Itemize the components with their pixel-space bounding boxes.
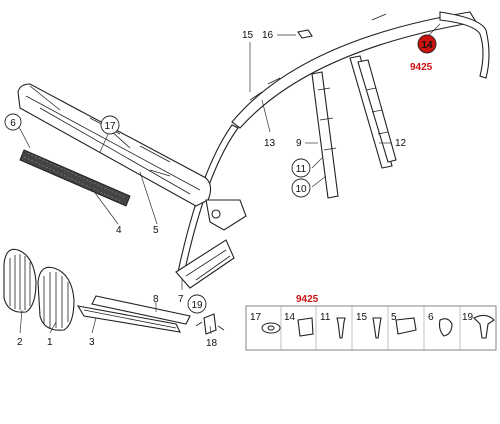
door-frame-trim-part [311,55,397,199]
callout-4: 4 [116,225,122,236]
callout-18: 18 [206,338,218,349]
callout-5: 5 [153,225,159,236]
kit-box-code: 9425 [296,294,319,305]
kit-item-3: 11 [320,312,331,323]
callout-1: 1 [47,337,53,348]
plug-icon [438,318,453,337]
bracket-part [175,199,247,289]
kit-item-6: 6 [428,312,434,323]
callout-15: 15 [242,30,254,41]
callout-6: 6 [10,118,16,129]
roof-end-molding-part [439,11,490,79]
callout-2: 2 [17,337,23,348]
callout-13: 13 [264,138,276,149]
kit-item-labels: 17 14 11 15 5 6 19 [250,312,474,323]
grille-strip-part [19,149,131,207]
callout-7: 7 [178,294,184,305]
lower-strip-3-part [76,305,181,333]
callout-17: 17 [104,121,116,132]
expanding-rivet-icon [473,314,495,339]
lower-strip-8-part [91,295,191,325]
kit-item-7: 19 [462,312,474,323]
screw-icon [336,317,346,339]
callout-9: 9 [296,138,302,149]
leader-lines [17,23,441,335]
callout-16: 16 [262,30,274,41]
callout-11: 11 [296,164,307,175]
holder-18-part [195,313,225,335]
callout-8: 8 [153,294,159,305]
kit-item-5: 5 [391,312,397,323]
spreading-rivet-icon [372,317,382,339]
nut-clip-icon [395,317,417,335]
callout-3: 3 [89,337,95,348]
kit-item-1: 17 [250,312,262,323]
kidney-grille-left-part [3,248,37,313]
kit-box [245,305,497,351]
clip-icon [297,317,314,337]
callout-labels: 15 16 13 9 12 4 5 8 7 2 1 3 18 [17,30,407,349]
clip-16-part [297,29,313,39]
circled-callouts: 6 17 11 10 19 14 [4,34,437,314]
callout-19: 19 [191,300,203,311]
kidney-grille-right-part [37,266,75,331]
cowl-panel-part [17,83,212,207]
top-kit-code: 9425 [410,62,433,73]
kit-item-2: 14 [284,312,296,323]
callout-12: 12 [395,138,407,149]
callout-14: 14 [421,40,433,51]
callout-10: 10 [295,184,307,195]
kit-item-4: 15 [356,312,368,323]
